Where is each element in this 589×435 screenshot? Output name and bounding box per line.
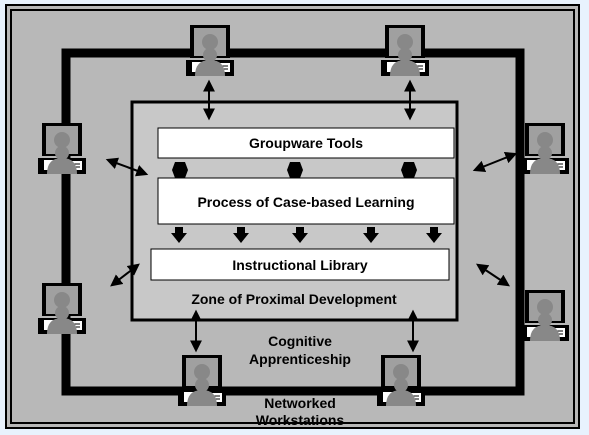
zone-label: Zone of Proximal Development <box>191 291 397 307</box>
workstation-person-icon <box>380 24 430 77</box>
workstation-person-icon <box>376 354 426 407</box>
connector-hex-icon <box>172 162 188 178</box>
networked-label-line2: Workstations <box>256 412 345 428</box>
groupware-tools-box <box>157 127 455 159</box>
workstation-person-icon <box>37 282 87 335</box>
library-label: Instructional Library <box>232 257 368 273</box>
process-box <box>157 177 455 225</box>
workstation-person-icon <box>185 24 235 77</box>
left-upper-connection-arrow-icon <box>105 157 149 177</box>
groupware-tools-label: Groupware Tools <box>249 135 363 151</box>
left-lower-connection-arrow-icon <box>110 263 140 287</box>
connector-hex-icon <box>287 162 303 178</box>
connection-arrows <box>105 79 518 353</box>
networked-label-line1: Networked <box>264 395 336 411</box>
workstation-person-icon <box>37 122 87 175</box>
cognitive-label-line1: Cognitive <box>268 333 332 349</box>
right-lower-connection-arrow-icon <box>476 263 510 287</box>
library-box <box>150 248 450 281</box>
workstation-person-icon <box>520 122 570 175</box>
right-upper-connection-arrow-icon <box>472 151 518 173</box>
workstation-person-icon <box>520 289 570 342</box>
process-label: Process of Case-based Learning <box>197 194 414 210</box>
workstation-person-icon <box>177 354 227 407</box>
connector-hex-icon <box>401 162 417 178</box>
network-ring <box>61 48 525 396</box>
cognitive-label-line2: Apprenticeship <box>249 351 351 367</box>
